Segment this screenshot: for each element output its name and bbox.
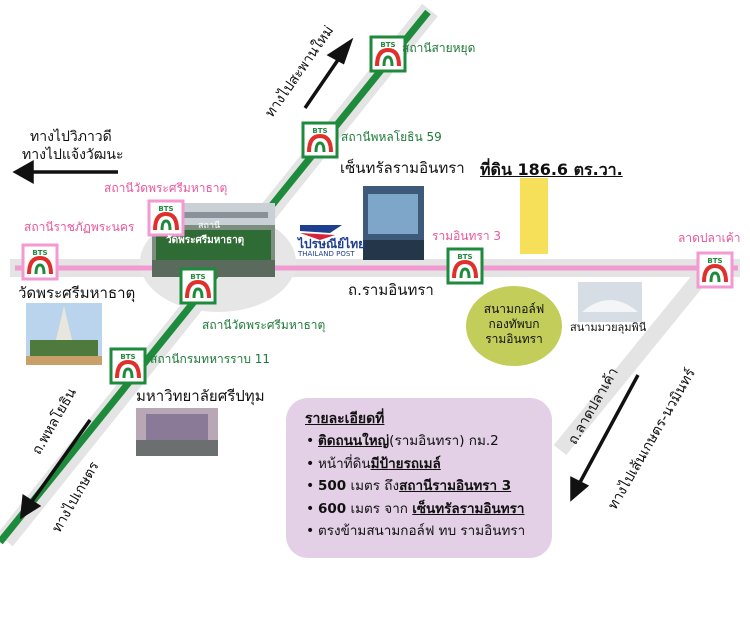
golf-line-1: สนามกอล์ฟ — [483, 302, 545, 316]
central-photo — [363, 186, 424, 260]
sripatum-photo — [136, 408, 218, 456]
station-kromtaharn-label: สถานีกรมทหารราบ 11 — [150, 352, 271, 366]
golf-course-label: สนามกอล์ฟ กองทัพบก รามอินทรา — [466, 302, 562, 347]
station-wat-bottom-label: สถานีวัดพระศรีมหาธาตุ — [202, 318, 326, 332]
chaengwattana-direction: ทางไปแจ้งวัฒนะ — [22, 147, 124, 163]
vibhavadi-direction: ทางไปวิภาวดี — [30, 129, 112, 145]
bts-badge-ratchaphat-text: BTS — [32, 249, 47, 257]
station-phahon-59-label: สถานีพหลโยธิน 59 — [341, 130, 442, 144]
bts-badge-kromtaharn-text: BTS — [120, 353, 135, 361]
boxing-label: สนามมวยลุมพินี — [570, 321, 647, 334]
bts-badge-ram-3-text: BTS — [457, 253, 472, 261]
arrow-vibhavadi — [12, 160, 118, 184]
details-title: รายละเอียดที่ — [305, 411, 385, 427]
bts-badge-lat-pla-khao: BTS — [696, 251, 734, 289]
bts-badge-wat-top: BTS — [147, 199, 185, 237]
bts-badge-kromtaharn: BTS — [109, 347, 147, 385]
bts-badge-ram-3: BTS — [446, 247, 484, 285]
arrow-saphan-mai — [303, 37, 354, 109]
bts-badge-wat-bottom-text: BTS — [190, 273, 205, 281]
station-lat-pla-khao-label: ลาดปลาเค้า — [678, 231, 741, 245]
bts-badge-sai-yud: BTS — [369, 35, 407, 73]
golf-line-2: กองทัพบก — [488, 317, 540, 331]
road-lat-pla-khao — [553, 272, 707, 456]
wat-photo — [26, 303, 102, 365]
station-sign-line1: สถานี — [198, 221, 221, 231]
golf-course-area — [466, 286, 562, 366]
thai-post-en-label: THAILAND POST — [298, 250, 355, 258]
bts-badge-wat-top-text: BTS — [158, 205, 173, 213]
arrow-kaset — [19, 418, 92, 520]
bts-badge-ratchaphat: BTS — [21, 243, 59, 281]
wat-name-label: วัดพระศรีมหาธาตุ — [18, 284, 136, 302]
golf-line-3: รามอินทรา — [485, 332, 543, 346]
sripatum-label: มหาวิทยาลัยศรีปทุม — [136, 387, 265, 405]
bts-badge-phahon-59-text: BTS — [312, 127, 327, 135]
station-wat-top-label: สถานีวัดพระศรีมหาธาตุ — [104, 181, 228, 195]
bts-badge-phahon-59: BTS — [301, 121, 339, 159]
detail-item-1: ติดถนนใหญ่(รามอินทรา) กม.2 — [306, 430, 525, 453]
station-ratchaphat-label: สถานีราชภัฏพระนคร — [24, 220, 135, 234]
thai-post-logo — [300, 225, 342, 240]
bts-badge-lat-pla-khao-text: BTS — [707, 257, 722, 265]
bts-badge-sai-yud-text: BTS — [380, 41, 395, 49]
detail-item-2: หน้าที่ดินมีป้ายรถเมล์ — [306, 453, 525, 476]
central-label: เซ็นทรัลรามอินทรา — [340, 159, 465, 177]
thai-post-label: ไปรษณีย์ไทย — [298, 237, 366, 251]
land-plot — [520, 178, 548, 254]
detail-item-5: ตรงข้ามสนามกอล์ฟ ทบ รามอินทรา — [306, 520, 525, 543]
detail-item-4: 600 เมตร จาก เซ็นทรัลรามอินทรา — [306, 498, 525, 521]
detail-item-3: 500 เมตร ถึงสถานีรามอินทรา 3 — [306, 475, 525, 498]
land-plot-label: ที่ดิน 186.6 ตร.วา. — [480, 160, 623, 179]
station-sign-line2: วัดพระศรีมหาธาตุ — [166, 235, 245, 246]
boxing-photo — [578, 282, 642, 322]
station-sai-yud-label: สถานีสายหยุด — [402, 41, 476, 55]
bts-badge-wat-bottom: BTS — [179, 267, 217, 305]
arrow-kaset-nawamin — [570, 374, 640, 502]
ramintra-road-label: ถ.รามอินทรา — [348, 281, 434, 299]
station-ram-3-label: รามอินทรา 3 — [432, 229, 502, 243]
details-list: ติดถนนใหญ่(รามอินทรา) กม.2 หน้าที่ดินมีป… — [290, 430, 525, 543]
